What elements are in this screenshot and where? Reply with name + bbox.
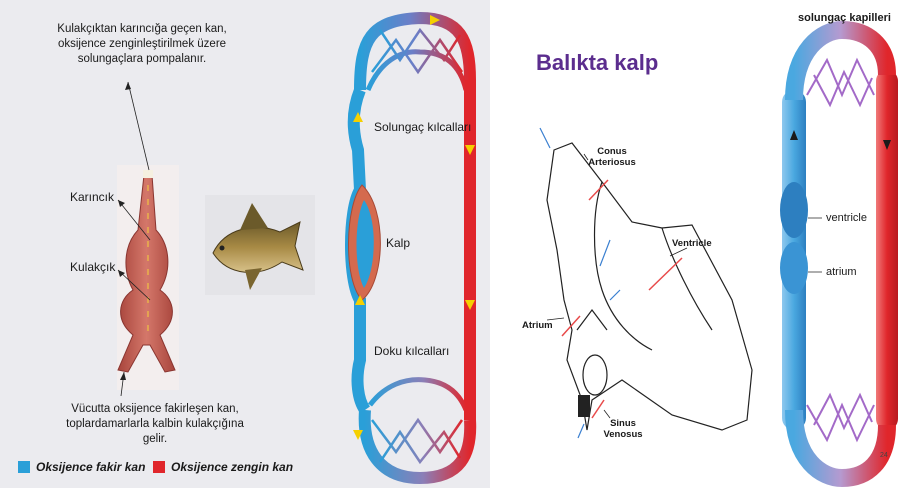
legend-swatch-rich: [153, 461, 165, 473]
right-panel: Balıkta kalp: [492, 0, 902, 488]
atrium-label: Kulakçık: [70, 260, 115, 274]
ventricle-label-right: Ventricle: [672, 238, 712, 249]
gill-capillary-loop: [780, 30, 898, 478]
circulation-loop: [348, 15, 475, 478]
legend-label-rich: Oksijence zengin kan: [171, 460, 293, 474]
legend-swatch-poor: [18, 461, 30, 473]
bottom-caption: Vücutta oksijence fakirleşen kan, toplar…: [55, 402, 255, 447]
legend-label-poor: Oksijence fakir kan: [36, 460, 145, 474]
tissue-label: Doku kılcalları: [374, 344, 449, 358]
loop-title: solungaç kapilleri: [798, 12, 891, 24]
gill-label: Solungaç kılcalları: [374, 120, 471, 134]
sinus-label: Sinus Venosus: [598, 418, 648, 440]
ventricle-label: Karıncık: [70, 190, 114, 204]
heart-label: Kalp: [386, 236, 410, 250]
atrium-label-right: Atrium: [522, 320, 553, 331]
loop-atrium-label: atrium: [826, 266, 857, 278]
page-number: 24: [880, 452, 888, 459]
top-caption: Kulakçıktan karıncığa geçen kan, oksijen…: [52, 22, 232, 67]
left-panel: Kulakçıktan karıncığa geçen kan, oksijen…: [0, 0, 490, 488]
caption-pointer-top: [128, 82, 149, 170]
conus-label: Conus Arteriosus: [582, 146, 642, 168]
loop-ventricle-label: ventricle: [826, 212, 867, 224]
